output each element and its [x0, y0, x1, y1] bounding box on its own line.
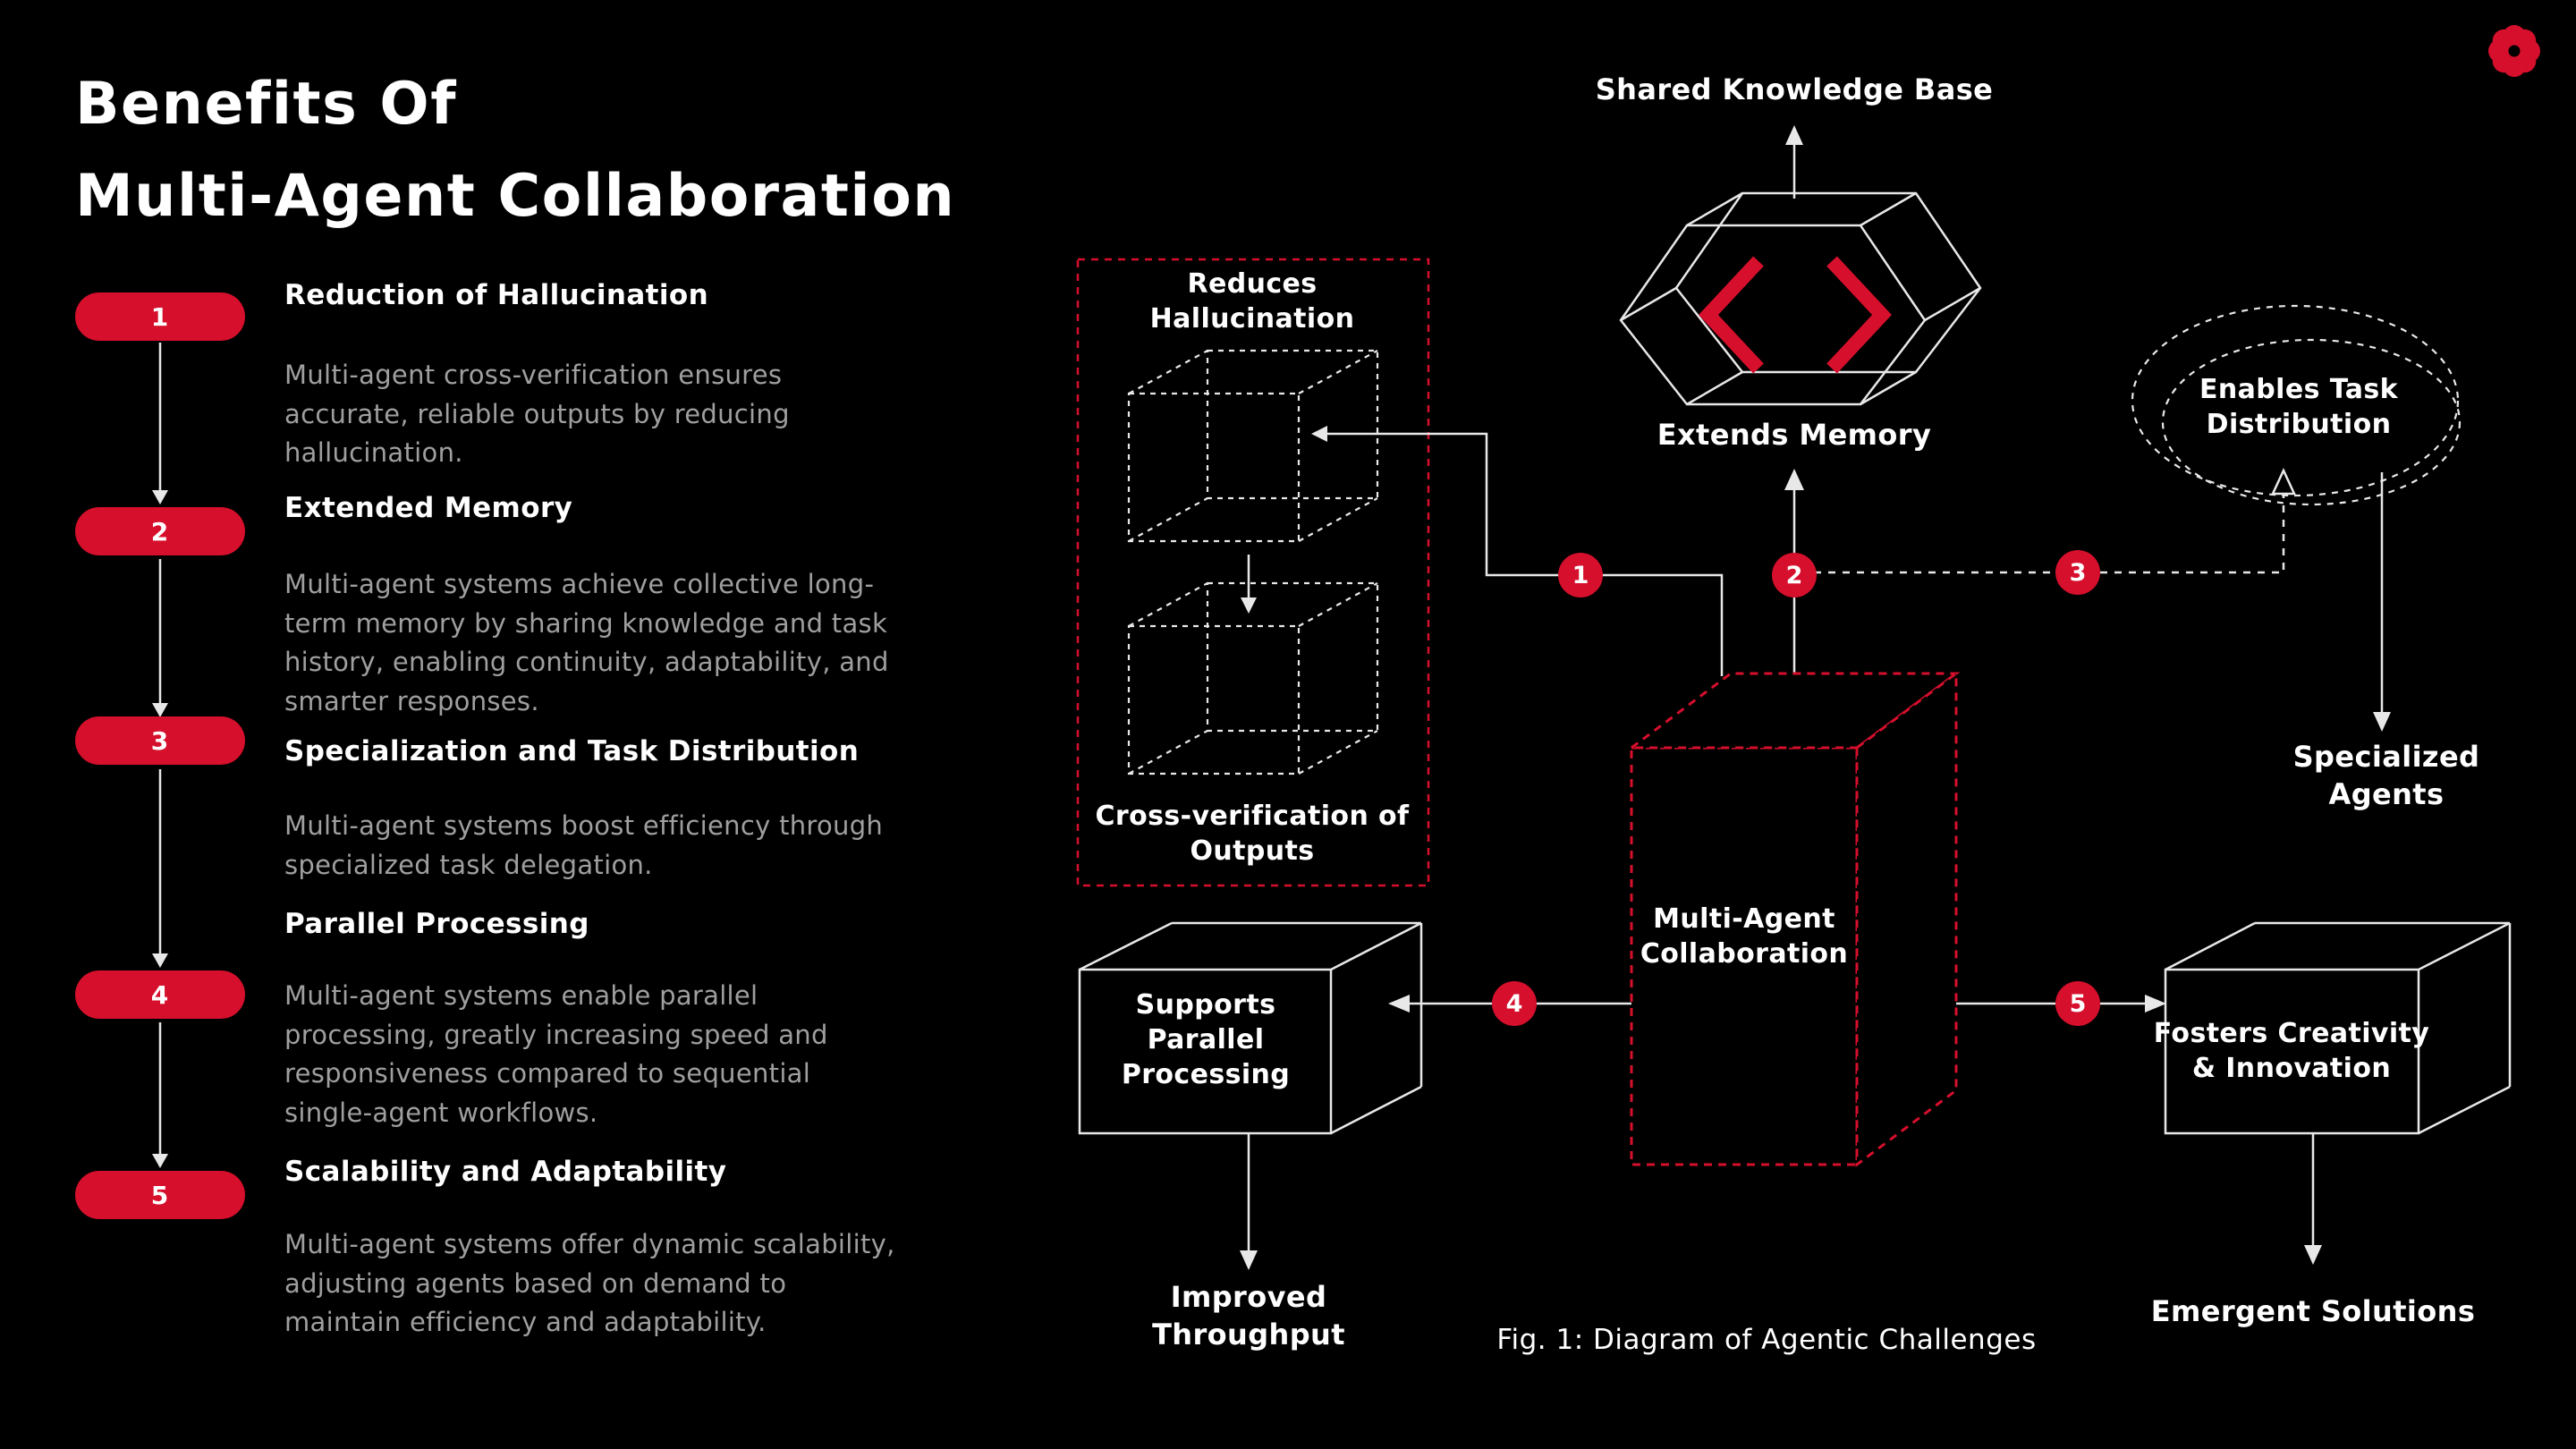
reduces-hallucination-label: Reduces Hallucination — [1149, 268, 1355, 335]
supports-parallel-label: Supports Parallel Processing — [1121, 989, 1291, 1090]
benefit-5-description: Multi-agent systems offer dynamic scalab… — [284, 1229, 895, 1337]
improved-throughput-label: Improved Throughput — [1152, 1280, 1345, 1352]
verification-cube-top — [1127, 349, 1379, 543]
benefit-2-badge: 2 — [75, 507, 245, 555]
emergent-solutions-label: Emergent Solutions — [2150, 1294, 2476, 1328]
specialized-agents-label: Specialized Agents — [2292, 740, 2480, 811]
task-distribution-connector — [1800, 468, 2296, 574]
marker-2: 2 — [1772, 553, 1817, 597]
marker-4: 4 — [1492, 981, 1537, 1026]
benefit-2-heading: Extended Memory — [284, 492, 573, 524]
benefit-3-badge: 3 — [75, 716, 245, 765]
brand-flower-icon — [2488, 25, 2540, 77]
benefit-5-heading: Scalability and Adaptability — [284, 1156, 727, 1188]
cross-verification-label: Cross-verification of Outputs — [1095, 801, 1410, 867]
central-collaboration-box — [1627, 671, 1961, 1167]
benefit-3-heading: Specialization and Task Distribution — [284, 735, 860, 767]
extends-memory-label: Extends Memory — [1657, 418, 1932, 452]
marker-5: 5 — [2055, 981, 2100, 1026]
page-title: Benefits Of Multi-Agent Collaboration — [75, 59, 955, 242]
benefit-1-heading: Reduction of Hallucination — [284, 279, 709, 311]
knowledge-hexagon — [1619, 191, 1982, 406]
benefit-5-number: 5 — [150, 1180, 170, 1210]
hallucination-connector — [1311, 426, 1724, 676]
page-title-line1: Benefits Of — [75, 71, 457, 138]
solutions-arrow — [2304, 1133, 2322, 1265]
shared-knowledge-base-label: Shared Knowledge Base — [1595, 72, 1994, 106]
enables-task-distribution-label: Enables Task Distribution — [2199, 374, 2398, 440]
fosters-creativity-label: Fosters Creativity & Innovation — [2153, 1018, 2430, 1084]
benefit-3-description: Multi-agent systems boost efficiency thr… — [284, 810, 884, 880]
benefit-4-heading: Parallel Processing — [284, 908, 589, 940]
benefit-4-number: 4 — [150, 979, 170, 1010]
reduces-hallucination-panel — [1076, 258, 1430, 887]
cube-to-cube-arrow — [1241, 555, 1257, 614]
benefit-5-badge: 5 — [75, 1171, 245, 1219]
benefit-2-number: 2 — [150, 516, 170, 547]
parallel-processing-box — [1078, 921, 1423, 1135]
benefit-3-number: 3 — [150, 725, 170, 756]
central-box-label: Multi-Agent Collaboration — [1640, 903, 1849, 970]
figure-caption: Fig. 1: Diagram of Agentic Challenges — [1496, 1324, 2037, 1356]
benefit-4-badge: 4 — [75, 970, 245, 1019]
marker-3: 3 — [2055, 550, 2100, 595]
creativity-box — [2164, 921, 2512, 1135]
throughput-arrow — [1240, 1133, 1258, 1270]
benefit-2-description: Multi-agent systems achieve collective l… — [284, 569, 889, 716]
creativity-connector — [1956, 995, 2166, 1013]
page-title-line2: Multi-Agent Collaboration — [75, 162, 956, 230]
benefit-1-number: 1 — [150, 301, 170, 332]
specialized-agents-arrow — [2373, 472, 2391, 732]
benefit-1-description: Multi-agent cross-verification ensures a… — [284, 360, 790, 468]
shared-kb-arrow — [1785, 125, 1803, 199]
benefit-1-badge: 1 — [75, 292, 245, 341]
benefit-connectors — [152, 343, 168, 1168]
verification-cube-bottom — [1127, 581, 1379, 775]
benefit-4-description: Multi-agent systems enable parallel proc… — [284, 980, 828, 1128]
marker-1: 1 — [1558, 553, 1603, 597]
code-brackets-icon — [1699, 256, 1892, 374]
task-distribution-ellipse — [2131, 304, 2462, 506]
